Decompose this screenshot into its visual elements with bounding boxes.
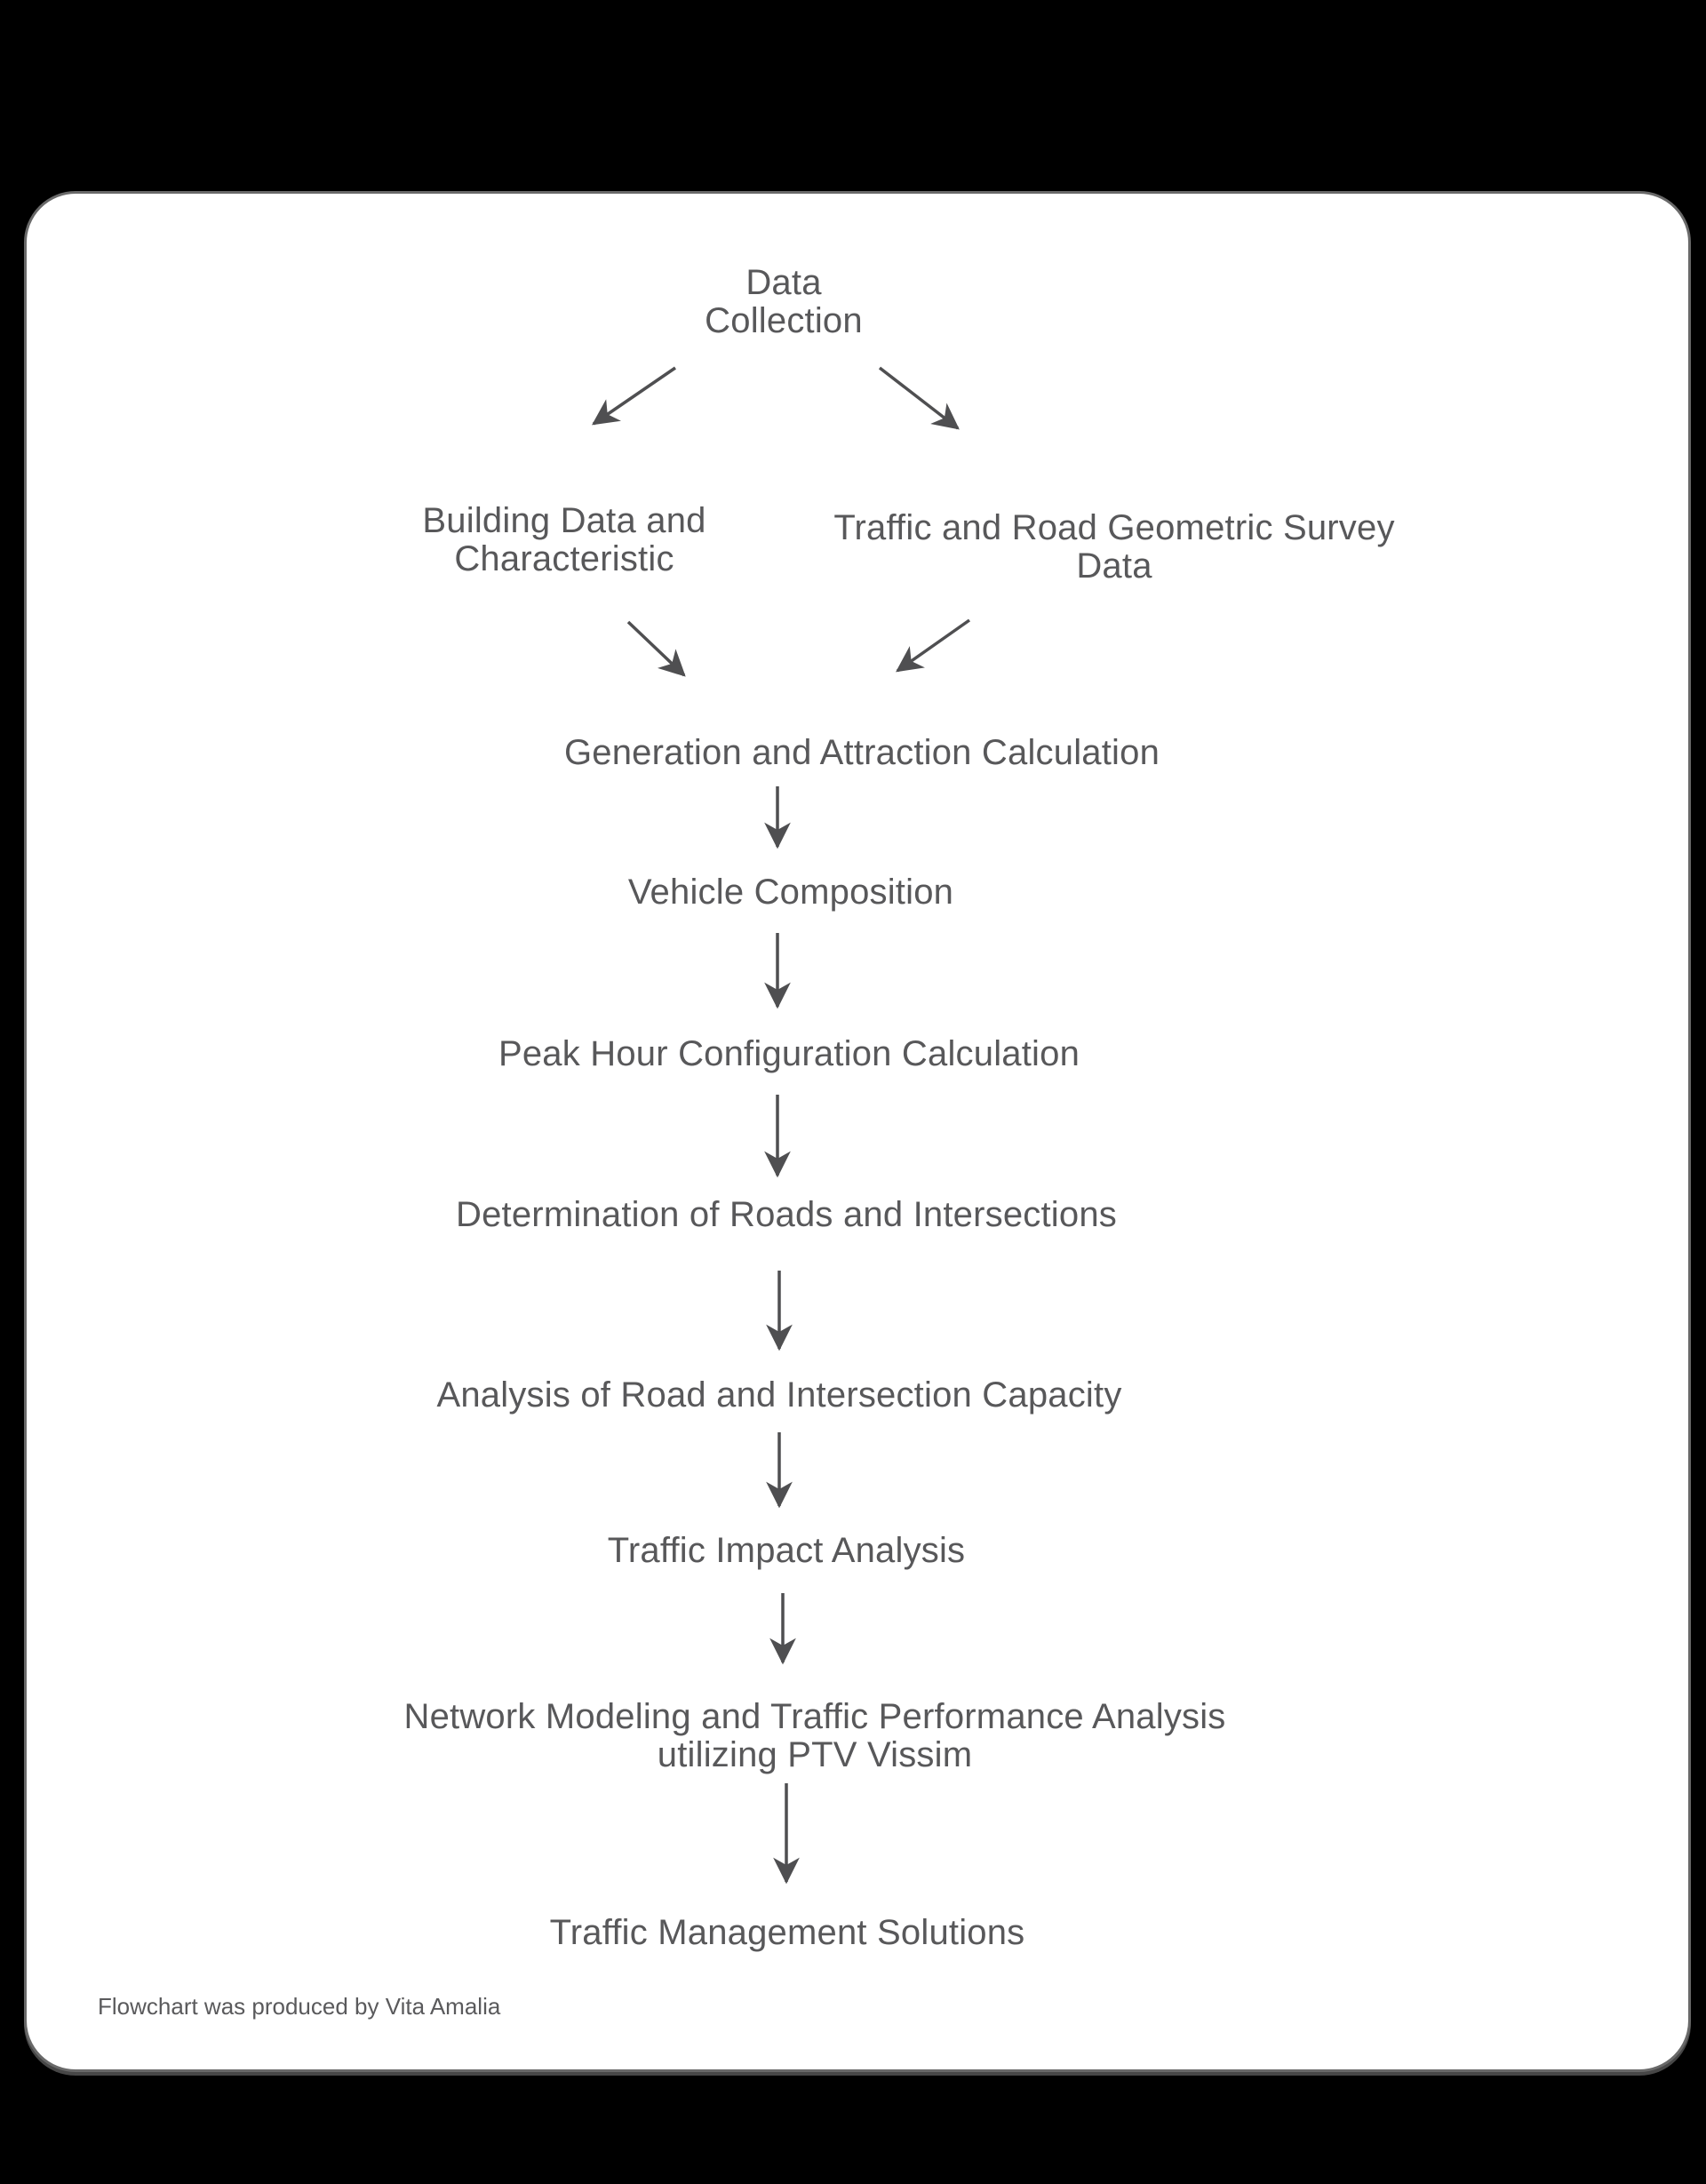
node-data-collection: Data Collection [705,263,863,340]
node-generation: Generation and Attraction Calculation [563,733,1160,772]
node-impact: Traffic Impact Analysis [607,1531,966,1570]
flowchart-card [24,191,1691,2072]
node-peak-hour: Peak Hour Configuration Calculation [498,1034,1080,1073]
node-network-modeling: Network Modeling and Traffic Performance… [403,1697,1226,1774]
node-determination: Determination of Roads and Intersections [456,1195,1117,1234]
node-traffic-survey: Traffic and Road Geometric Survey Data [833,508,1395,586]
node-analysis: Analysis of Road and Intersection Capaci… [436,1375,1122,1415]
node-vehicle: Vehicle Composition [627,873,954,912]
node-building-data: Building Data and Characteristic [422,501,706,578]
flowchart-credit: Flowchart was produced by Vita Amalia [98,1993,501,2020]
node-management: Traffic Management Solutions [549,1913,1025,1952]
